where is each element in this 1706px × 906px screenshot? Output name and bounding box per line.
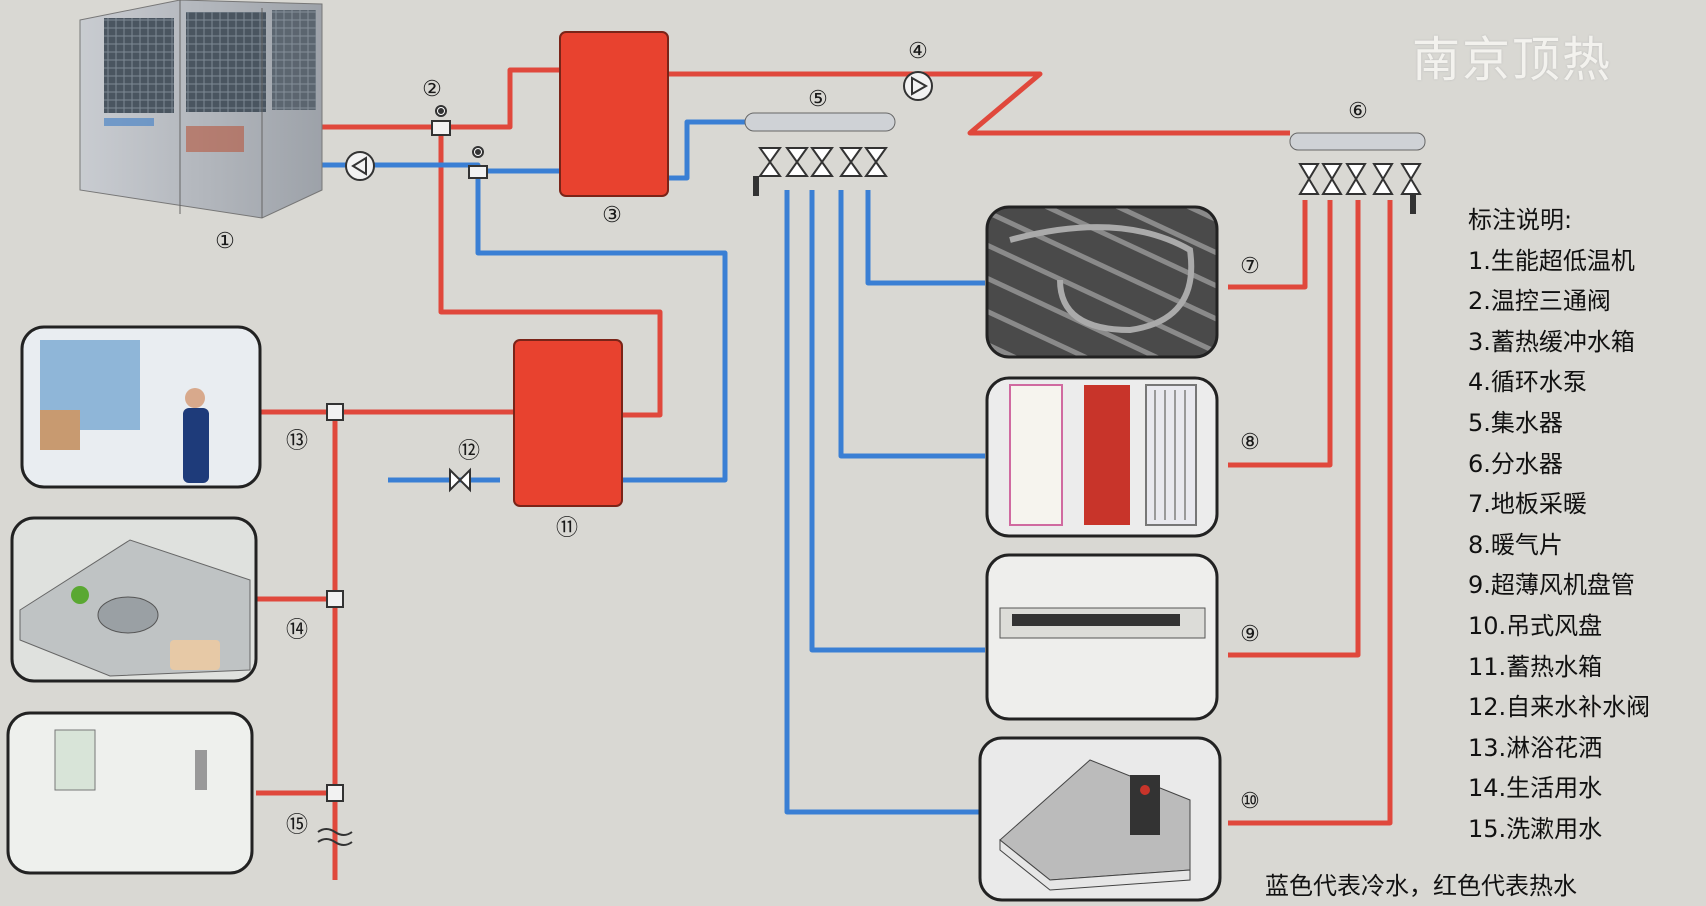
legend-item: 4.循环水泵	[1468, 368, 1587, 397]
three-way-valve-icon	[431, 105, 488, 179]
component-number-15: ⑮	[286, 813, 308, 838]
legend-item: 1.生能超低温机	[1468, 246, 1635, 275]
fan-coil-icon	[985, 553, 1219, 721]
kitchen-sink-icon	[10, 516, 258, 683]
component-number-6: ⑥	[1348, 99, 1368, 124]
legend-title: 标注说明:	[1468, 206, 1573, 234]
component-number-4: ④	[908, 39, 928, 64]
component-number-11: ⑪	[556, 516, 578, 541]
legend-item: 14.生活用水	[1468, 774, 1603, 803]
legend-panel: 标注说明: 1.生能超低温机 2.温控三通阀 3.蓄热缓冲水箱 4.循环水泵 5…	[1468, 200, 1698, 850]
makeup-valve-icon	[449, 467, 471, 493]
radiator-icon	[985, 376, 1219, 538]
legend-item: 3.蓄热缓冲水箱	[1468, 327, 1635, 356]
legend-item: 11.蓄热水箱	[1468, 652, 1603, 681]
component-number-3: ③	[602, 203, 622, 228]
legend-item: 9.超薄风机盘管	[1468, 571, 1635, 600]
collector-manifold-icon	[744, 112, 896, 196]
shower-icon	[20, 325, 262, 489]
hot-water-pipes	[240, 67, 1393, 880]
component-number-7: ⑦	[1240, 254, 1260, 279]
brand-watermark: 南京顶热	[1412, 32, 1613, 88]
component-number-13: ⑬	[286, 429, 308, 454]
component-number-12: ⑫	[458, 439, 480, 464]
legend-item: 8.暖气片	[1468, 530, 1563, 559]
component-number-14: ⑭	[286, 618, 308, 643]
circulation-pump-icon	[903, 71, 933, 101]
storage-tank-icon	[513, 339, 623, 507]
legend-item: 13.淋浴花洒	[1468, 733, 1603, 762]
pump-icon	[345, 151, 375, 181]
washbasin-icon	[6, 711, 254, 875]
pipe-tee-icon	[326, 403, 344, 802]
break-mark-icon	[317, 828, 353, 846]
cold-water-pipes	[312, 119, 985, 815]
component-numbers: ① ② ③ ④ ⑤ ⑥ ⑦ ⑧ ⑨ ⑩ ⑪ ⑫ ⑬ ⑭ ⑮	[215, 39, 1368, 838]
legend-item: 15.洗漱用水	[1468, 814, 1603, 843]
color-note: 蓝色代表冷水，红色代表热水	[1265, 872, 1577, 900]
heat-pump-unit-icon	[79, 0, 323, 219]
floor-heating-icon	[985, 205, 1219, 359]
distributor-manifold-icon	[1289, 132, 1426, 214]
component-number-9: ⑨	[1240, 622, 1260, 647]
component-number-2: ②	[422, 77, 442, 102]
component-number-5: ⑤	[808, 87, 828, 112]
legend-item: 6.分水器	[1468, 449, 1563, 478]
component-number-10: ⑩	[1240, 789, 1260, 814]
legend-item: 5.集水器	[1468, 408, 1563, 437]
legend-item: 12.自来水补水阀	[1468, 693, 1651, 722]
component-number-8: ⑧	[1240, 430, 1260, 455]
legend-item: 2.温控三通阀	[1468, 287, 1611, 316]
legend-item: 10.吊式风盘	[1468, 611, 1603, 640]
component-number-1: ①	[215, 229, 235, 254]
buffer-tank-icon	[559, 31, 669, 197]
legend-item: 7.地板采暖	[1468, 490, 1587, 519]
ceiling-fan-coil-icon	[978, 736, 1222, 902]
